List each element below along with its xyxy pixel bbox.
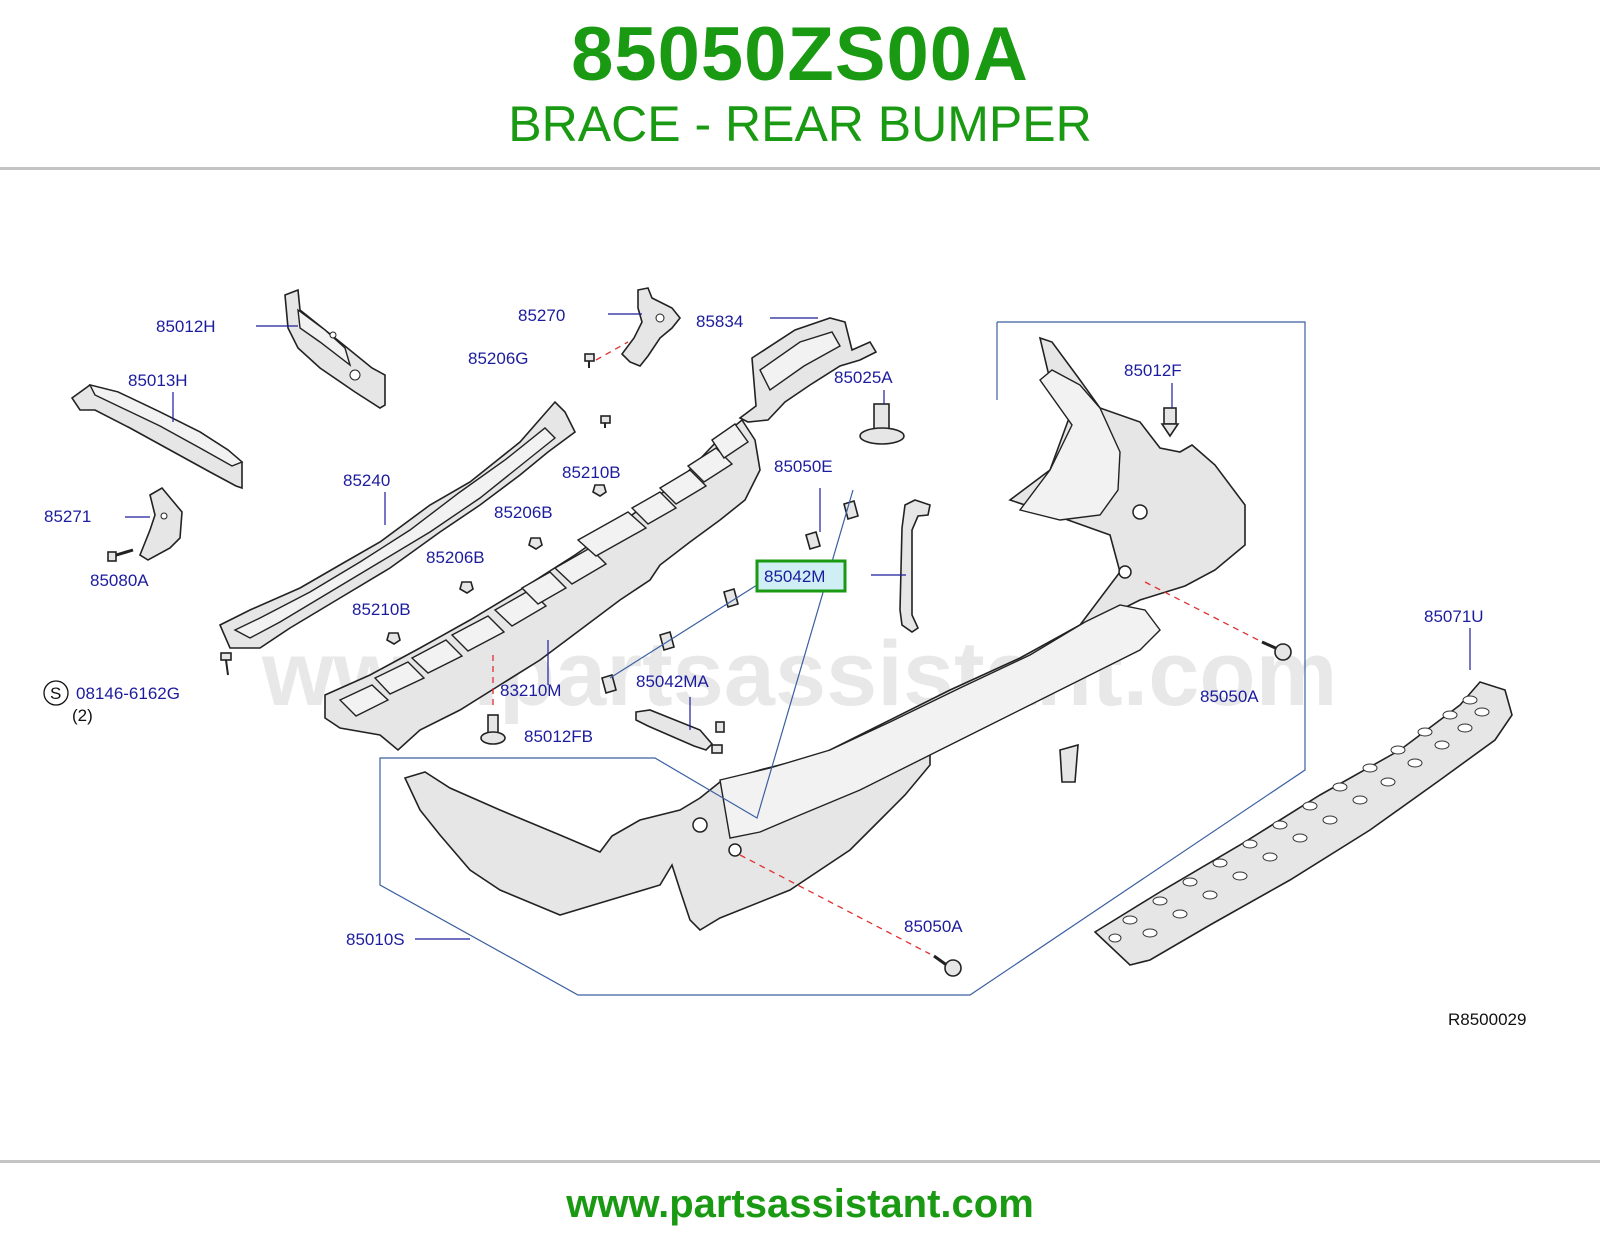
label-85210B-top[interactable]: 85210B: [562, 463, 621, 482]
label-85206G[interactable]: 85206G: [468, 349, 529, 368]
label-85080A[interactable]: 85080A: [90, 571, 149, 590]
part-83210M-energy-absorber[interactable]: [324, 418, 761, 752]
label-85025A[interactable]: 85025A: [834, 368, 893, 387]
alignment-85270: [595, 341, 629, 361]
label-85013H[interactable]: 85013H: [128, 371, 188, 390]
label-85042MA[interactable]: 85042MA: [636, 672, 709, 691]
bolt-85050A-right[interactable]: [1261, 640, 1292, 661]
part-85025A-clip[interactable]: [859, 403, 905, 445]
bolt-85080A[interactable]: [107, 548, 134, 562]
part-85270-bracket[interactable]: [620, 287, 682, 367]
clip-row-leader: [609, 584, 758, 679]
footer-website-url[interactable]: www.partsassistant.com: [566, 1182, 1034, 1226]
part-85240-reinforcement[interactable]: [218, 400, 577, 649]
part-85012H-bracket[interactable]: [284, 288, 386, 409]
label-85834[interactable]: 85834: [696, 312, 743, 331]
part-85042MA-brace[interactable]: [635, 709, 725, 754]
label-85050A-right[interactable]: 85050A: [1200, 687, 1259, 706]
label-85050E[interactable]: 85050E: [774, 457, 833, 476]
label-85042M[interactable]: 85042M: [764, 567, 825, 586]
label-85012FB[interactable]: 85012FB: [524, 727, 593, 746]
leader-lines: [125, 313, 1471, 940]
part-number-title: 85050ZS00A: [571, 12, 1029, 97]
nut-85206B-mid[interactable]: [459, 581, 474, 594]
label-85210B-low[interactable]: 85210B: [352, 600, 411, 619]
label-85206B-mid[interactable]: 85206B: [426, 548, 485, 567]
exploded-view-svg: www.partsassistant.com: [43, 287, 1526, 1029]
label-85050A-bottom[interactable]: 85050A: [904, 917, 963, 936]
footer-divider: [0, 1160, 1600, 1163]
highlight-box-85042M[interactable]: [755, 559, 847, 593]
label-83210M[interactable]: 83210M: [500, 681, 561, 700]
part-85010S-bumper-fascia[interactable]: [403, 336, 1246, 932]
label-85012F[interactable]: 85012F: [1124, 361, 1182, 380]
label-08146-6162G[interactable]: 08146-6162G: [76, 684, 180, 703]
screw-85206G[interactable]: [584, 353, 595, 368]
part-85013H-bracket[interactable]: [70, 383, 244, 490]
clip-85012F[interactable]: [1160, 407, 1180, 438]
bolt-85050A-bottom[interactable]: [933, 954, 962, 977]
diagram-reference-code: R8500029: [1448, 1010, 1526, 1029]
label-85271[interactable]: 85271: [44, 507, 91, 526]
part-85042M-brace[interactable]: [899, 499, 931, 633]
part-85271-bracket[interactable]: [139, 486, 183, 561]
part-description: BRACE - REAR BUMPER: [508, 96, 1092, 152]
bolt-08146-6162G[interactable]: [220, 652, 232, 676]
s-badge-letter: S: [50, 684, 61, 703]
label-85270[interactable]: 85270: [518, 306, 565, 325]
parts-diagram: www.partsassistant.com: [0, 170, 1600, 1160]
label-85206B-top[interactable]: 85206B: [494, 503, 553, 522]
clip-c[interactable]: [601, 673, 617, 695]
clip-85050E[interactable]: [805, 531, 821, 550]
nut-85206B-top[interactable]: [528, 537, 543, 550]
label-85240[interactable]: 85240: [343, 471, 390, 490]
clip-85012FB[interactable]: [480, 714, 506, 745]
s-badge-circle: [43, 680, 69, 706]
part-85071U-step-pad[interactable]: [1093, 681, 1513, 966]
label-85012H[interactable]: 85012H: [156, 317, 216, 336]
alignment-85050A-bottom: [739, 854, 931, 955]
label-quantity: (2): [72, 706, 93, 725]
header: 85050ZS00A BRACE - REAR BUMPER: [0, 0, 1600, 168]
label-85010S[interactable]: 85010S: [346, 930, 405, 949]
nut-85210B-top[interactable]: [592, 484, 607, 497]
label-85071U[interactable]: 85071U: [1424, 607, 1484, 626]
nut-85210B-low[interactable]: [386, 632, 401, 645]
header-divider: [0, 167, 1600, 170]
clip-a[interactable]: [723, 587, 739, 609]
part-85834-bracket[interactable]: [738, 317, 878, 423]
assembly-outline: [379, 321, 1306, 996]
screw-near-85240[interactable]: [600, 415, 611, 428]
clip-85050E-b[interactable]: [843, 499, 859, 521]
